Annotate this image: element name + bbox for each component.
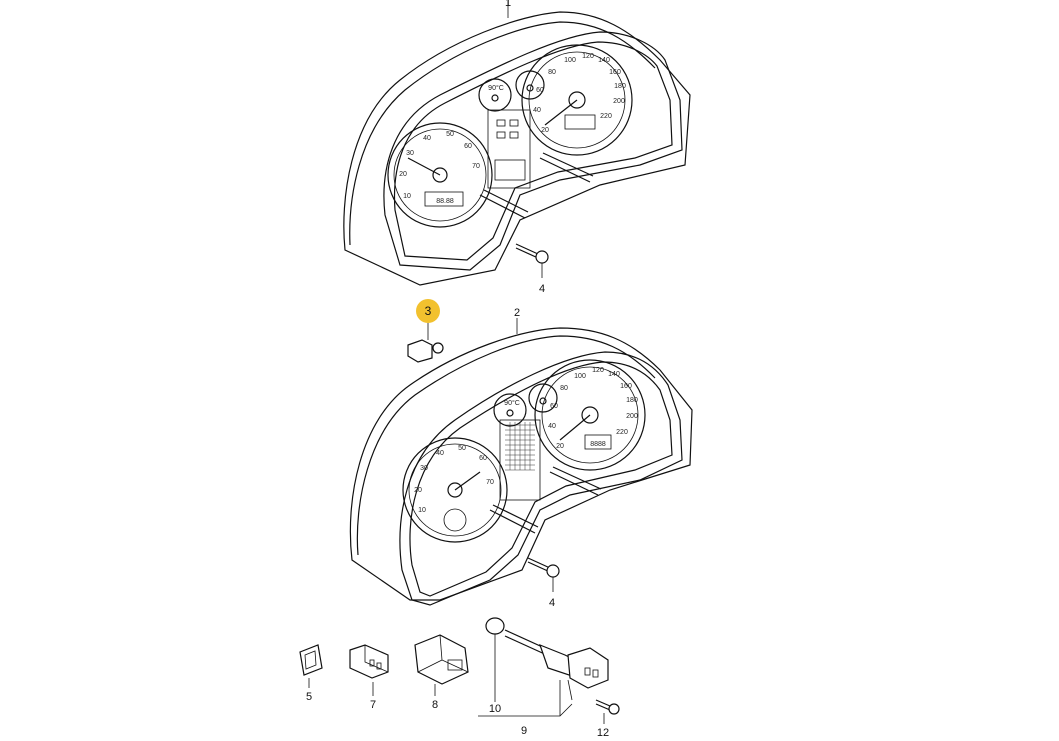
tick-label: 10 (418, 507, 426, 514)
tick-label: 40 (548, 423, 556, 430)
tick-label: 50 (446, 131, 454, 138)
callout-2[interactable]: 2 (514, 307, 520, 319)
tick-label: 120 (592, 367, 604, 374)
callout-10[interactable]: 10 (489, 703, 501, 715)
callout-3[interactable]: 3 (425, 304, 432, 318)
callout-5[interactable]: 5 (306, 691, 312, 703)
temp-label: 90°C (488, 84, 504, 92)
tick-label: 40 (423, 135, 431, 142)
screw-12[interactable] (595, 699, 620, 724)
tick-label: 140 (598, 57, 610, 64)
connector-clip-5[interactable] (299, 644, 323, 688)
tick-label: 20 (556, 443, 564, 450)
temp-label: 90°C (504, 399, 520, 407)
sensor-assembly-9[interactable] (478, 617, 609, 717)
callout-12[interactable]: 12 (597, 727, 609, 739)
tick-label: 30 (420, 465, 428, 472)
tick-label: 60 (464, 143, 472, 150)
tick-label: 200 (626, 413, 638, 420)
tick-label: 100 (574, 373, 586, 380)
sensor-8[interactable] (414, 634, 469, 696)
tick-label: 60 (550, 403, 558, 410)
tick-label: 140 (608, 371, 620, 378)
tick-label: 100 (564, 57, 576, 64)
tick-label: 30 (406, 150, 414, 157)
screw-4-top[interactable] (515, 243, 549, 278)
callout-7[interactable]: 7 (370, 699, 376, 711)
tick-label: 60 (479, 455, 487, 462)
tick-label: 40 (436, 450, 444, 457)
tick-label: 220 (616, 429, 628, 436)
tick-label: 180 (626, 397, 638, 404)
callout-1[interactable]: 1 (505, 0, 511, 9)
tick-label: 70 (486, 479, 494, 486)
callout-8[interactable]: 8 (432, 699, 438, 711)
screw-4-bottom[interactable] (527, 557, 560, 592)
tick-label: 80 (548, 69, 556, 76)
odometer-bottom: 8888 (590, 441, 606, 448)
callout-4-bottom[interactable]: 4 (549, 597, 555, 609)
tick-label: 180 (614, 83, 626, 90)
bulb-3[interactable] (407, 321, 444, 363)
instrument-cluster-bottom[interactable]: 10 20 30 40 50 60 70 90°C 8888 20 (349, 327, 693, 606)
tick-label: 160 (620, 383, 632, 390)
odometer-top-left: 88.88 (436, 198, 454, 205)
tick-label: 220 (600, 113, 612, 120)
tick-label: 160 (609, 69, 621, 76)
tick-label: 60 (536, 87, 544, 94)
callout-4-top[interactable]: 4 (539, 283, 545, 295)
tick-label: 120 (582, 53, 594, 60)
tick-label: 40 (533, 107, 541, 114)
tick-label: 20 (541, 127, 549, 134)
instrument-cluster-top[interactable]: 88.88 10 20 30 40 50 60 70 90°C 20 40 60… (343, 11, 691, 286)
callout-3-highlight[interactable]: 3 (416, 299, 440, 323)
tick-label: 20 (399, 171, 407, 178)
tick-label: 80 (560, 385, 568, 392)
connector-7[interactable] (349, 644, 389, 696)
tick-label: 70 (472, 163, 480, 170)
tick-label: 50 (458, 445, 466, 452)
tick-label: 200 (613, 98, 625, 105)
callout-9[interactable]: 9 (521, 725, 527, 737)
tick-label: 20 (414, 487, 422, 494)
tick-label: 10 (403, 193, 411, 200)
